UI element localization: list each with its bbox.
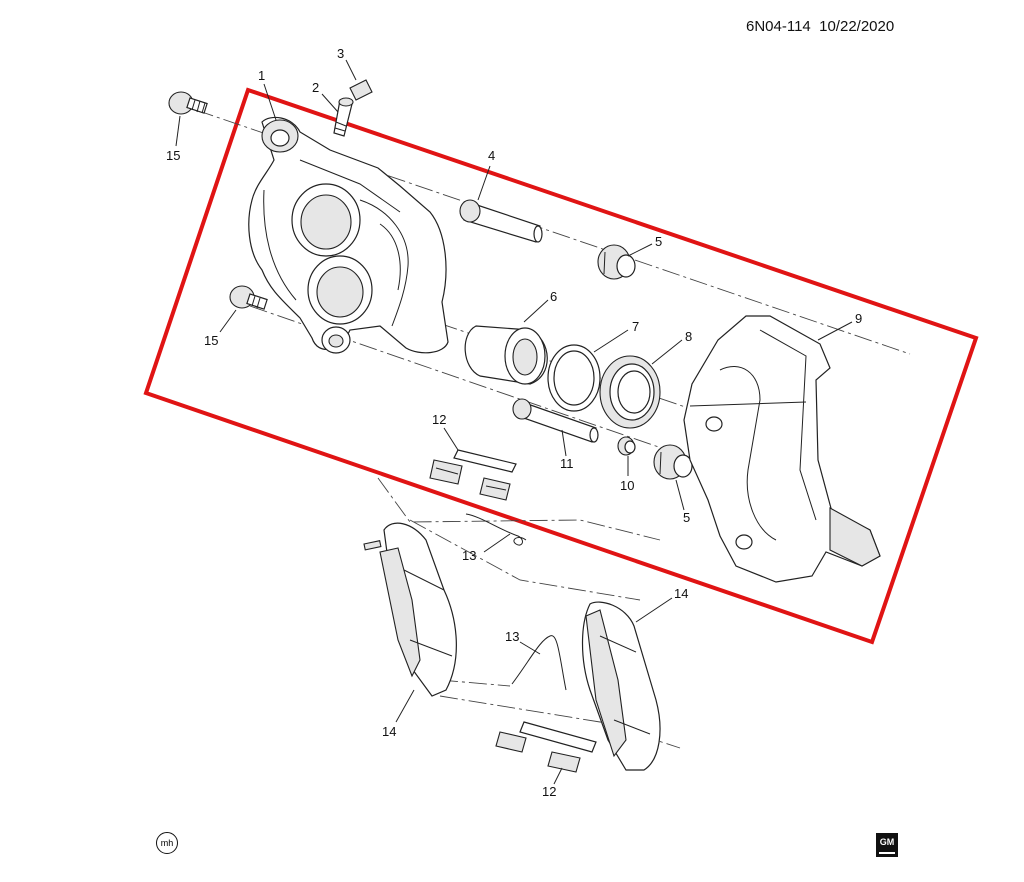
caliper-bolt-lower (229, 285, 268, 310)
leader-13b (519, 641, 541, 655)
leader-12a (443, 427, 459, 451)
callout-7: 7 (632, 319, 639, 334)
caliper-piston (464, 325, 548, 385)
leader-13a (483, 533, 511, 553)
leader-11 (561, 429, 567, 457)
guide-pin-lower (512, 398, 599, 443)
leader-9 (817, 321, 853, 341)
leader-8 (651, 339, 683, 365)
callout-5-upper: 5 (655, 234, 662, 249)
callout-15-lower: 15 (204, 333, 218, 348)
leader-4 (477, 165, 491, 201)
guide-pin-upper (459, 199, 543, 243)
bleeder-valve (333, 97, 354, 137)
callout-12-upper: 12 (432, 412, 446, 427)
abutment-clip-upper (429, 449, 517, 501)
callout-5-lower: 5 (683, 510, 690, 525)
piston-dust-boot (599, 355, 661, 429)
brake-pad-outer (581, 601, 661, 771)
callout-13-lower: 13 (505, 629, 519, 644)
callout-11: 11 (560, 456, 574, 471)
callout-8: 8 (685, 329, 692, 344)
callout-9: 9 (855, 311, 862, 326)
caliper-housing (248, 116, 449, 354)
pin-bushing (617, 436, 636, 456)
callout-1: 1 (258, 68, 265, 83)
callout-15-upper: 15 (166, 148, 180, 163)
pin-boot-lower (653, 444, 693, 480)
abutment-clip-lower (495, 721, 597, 773)
callout-2: 2 (312, 80, 319, 95)
pad-outline-upper (377, 477, 661, 541)
pin-boot-upper (597, 244, 636, 280)
callout-13-upper: 13 (462, 548, 476, 563)
caliper-bracket (683, 315, 881, 583)
bleeder-cap (349, 79, 373, 101)
leader-14b (395, 689, 415, 723)
drawing-date: 10/22/2020 (819, 18, 895, 35)
callout-3: 3 (337, 46, 344, 61)
document-id: 6N04-114 10/22/2020 (746, 18, 894, 35)
leader-14a (635, 597, 673, 623)
drawing-number: 6N04-114 (746, 18, 811, 35)
leader-1 (263, 83, 277, 121)
pad-link-line (439, 679, 511, 687)
leader-5a (627, 243, 653, 257)
callout-14-inner: 14 (382, 724, 396, 739)
gm-logo: GM (876, 833, 898, 857)
caliper-bolt-upper (168, 91, 208, 115)
leader-12b (553, 767, 563, 785)
callout-4: 4 (488, 148, 495, 163)
leader-3 (345, 59, 357, 81)
callout-14-outer: 14 (674, 586, 688, 601)
brake-pad-inner (363, 522, 457, 697)
mh-logo: mh (156, 832, 178, 854)
leader-6 (523, 299, 549, 323)
piston-seal (547, 344, 601, 412)
leader-15b (219, 309, 237, 333)
leader-2 (321, 93, 339, 113)
pad-outline-lower (409, 519, 641, 601)
leader-15a (175, 115, 181, 147)
callout-6: 6 (550, 289, 557, 304)
leader-7 (593, 329, 629, 353)
leader-5b (675, 479, 685, 511)
pad-spring-lower (511, 635, 567, 691)
pad-spring-upper (465, 513, 527, 546)
callout-10: 10 (620, 478, 634, 493)
highlight-frame (143, 87, 979, 645)
callout-12-lower: 12 (542, 784, 556, 799)
